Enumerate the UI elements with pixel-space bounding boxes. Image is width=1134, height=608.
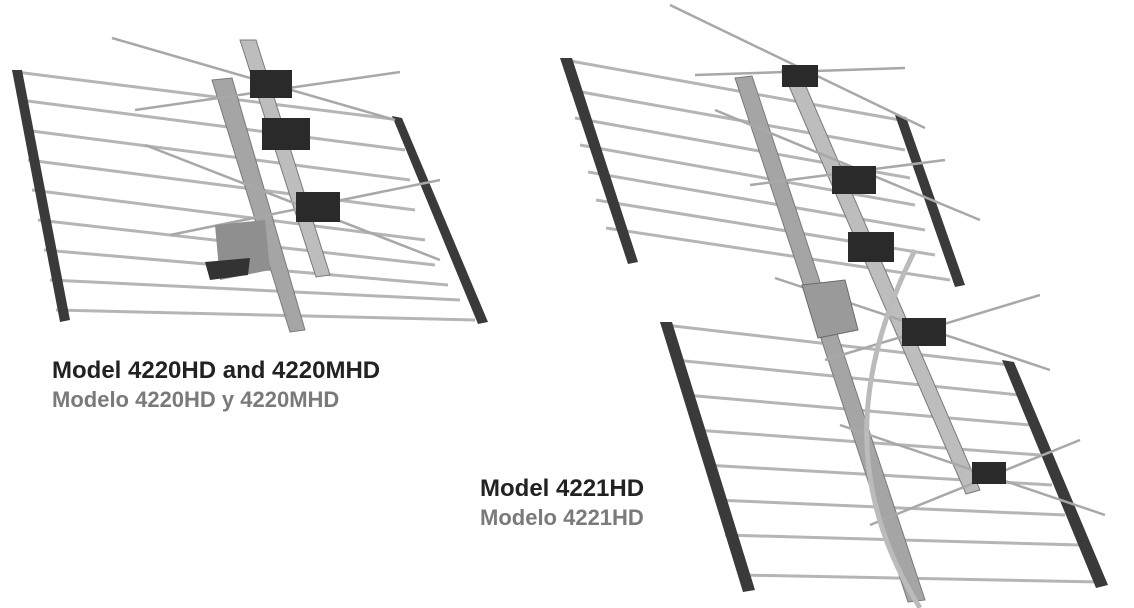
caption-4220hd-spanish: Modelo 4220HD y 4220MHD	[52, 387, 340, 412]
upper-right-frame-bar	[895, 115, 965, 287]
balun-2	[832, 166, 876, 194]
antenna-4221hd-image	[540, 0, 1134, 608]
mast	[211, 77, 306, 333]
balun-bottom	[296, 192, 340, 222]
balun-middle	[262, 118, 310, 150]
upper-left-frame-bar	[560, 58, 638, 264]
reflector-rods	[15, 70, 476, 322]
left-frame-bar	[12, 70, 70, 322]
caption-4220hd: Model 4220HD and 4220MHD Modelo 4220HD y…	[52, 356, 380, 414]
antenna-4221hd-illustration	[560, 3, 1108, 608]
balun-1	[782, 65, 818, 87]
caption-4221hd-english: Model 4221HD	[480, 475, 645, 502]
balun-3	[848, 232, 894, 262]
mount-plate	[801, 279, 859, 339]
antenna-4220hd-image	[0, 0, 500, 350]
balun-5	[972, 462, 1006, 484]
mount-clamp	[205, 258, 250, 280]
lower-right-frame-bar	[1002, 360, 1108, 588]
coax-cable	[864, 248, 923, 608]
antenna-4220hd-illustration	[12, 36, 488, 333]
lower-left-frame-bar	[660, 322, 755, 592]
caption-4221hd-spanish: Modelo 4221HD	[480, 505, 644, 530]
upper-reflector-rods	[564, 58, 951, 282]
balun-top	[250, 70, 292, 98]
right-frame-bar	[392, 116, 488, 324]
caption-4220hd-english: Model 4220HD and 4220MHD	[52, 357, 381, 384]
caption-4221hd: Model 4221HD Modelo 4221HD	[480, 474, 644, 532]
balun-4	[902, 318, 946, 346]
